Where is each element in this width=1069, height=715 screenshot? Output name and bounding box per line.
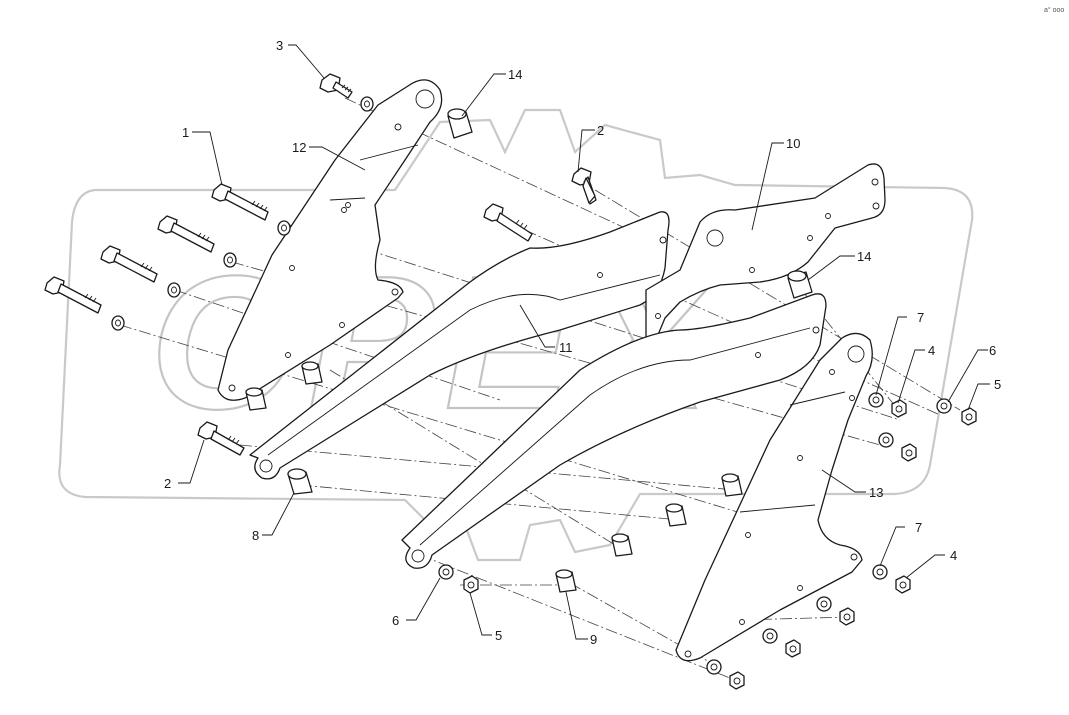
callout-5-low: 5	[495, 628, 502, 643]
bolt-item-3	[319, 73, 353, 99]
washers-and-nuts	[111, 96, 977, 690]
callout-9: 9	[590, 632, 597, 647]
callout-13: 13	[869, 485, 883, 500]
callout-4-low: 4	[950, 548, 957, 563]
bolt-item-2-low	[197, 421, 245, 456]
callout-14-right: 14	[857, 249, 871, 264]
leader-lines	[178, 44, 990, 640]
callout-6-low: 6	[392, 613, 399, 628]
bolt-item-1d	[44, 276, 102, 314]
corner-mark: a° ooo	[1044, 6, 1064, 14]
callout-12: 12	[292, 140, 306, 155]
callout-6-right: 6	[989, 343, 996, 358]
bolt-item-1b	[157, 215, 215, 253]
bolt-item-1	[211, 183, 269, 221]
callout-2-low: 2	[164, 476, 171, 491]
part-12-left-bracket-plate	[217, 79, 443, 401]
bolt-item-2-top	[571, 167, 597, 205]
callout-1: 1	[182, 125, 189, 140]
callout-5-right: 5	[994, 377, 1001, 392]
callout-11: 11	[559, 340, 573, 355]
bushings-and-spacers	[245, 108, 813, 593]
callout-7-low: 7	[915, 520, 922, 535]
callout-2-top: 2	[597, 123, 604, 138]
callout-3: 3	[276, 38, 283, 53]
watermark-gear-outline	[58, 108, 974, 562]
callout-7-top: 7	[917, 310, 924, 325]
bolt-item-2-mid	[483, 203, 533, 242]
callout-8: 8	[252, 528, 259, 543]
bolt-item-1c	[100, 245, 158, 283]
part-lower-arm	[401, 293, 827, 569]
callout-4-top: 4	[928, 343, 935, 358]
part-13-right-bracket-plate	[675, 332, 873, 662]
part-10-upper-plate	[645, 163, 886, 343]
callout-labels: 3 1 12 14 2 10 14 11 7 4 6 5 13 2 8 6 5 …	[164, 6, 1064, 647]
callout-10: 10	[786, 136, 800, 151]
callout-14-top: 14	[508, 67, 522, 82]
